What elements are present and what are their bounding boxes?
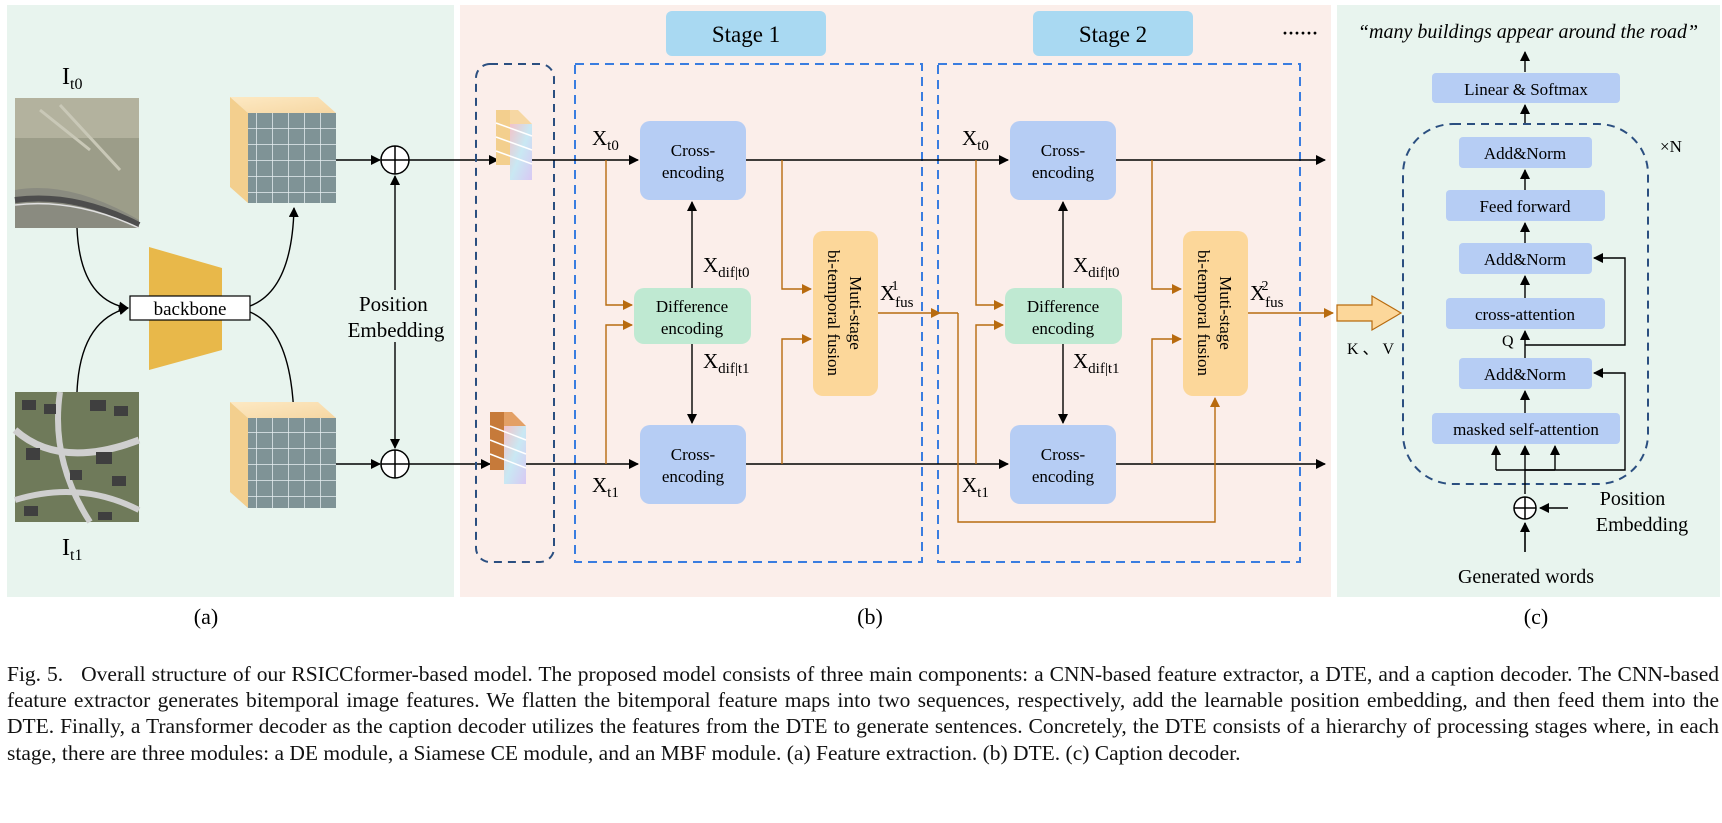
arrow-image-t1-to-backbone: [76, 305, 129, 393]
stage1-dashed-box: [574, 63, 923, 563]
stage1-label-box: [666, 11, 826, 56]
caption-text: Overall structure of our RSICCformer-bas…: [7, 662, 1720, 765]
arrow-backbone-to-cube-bottom: [249, 311, 299, 421]
feature-cube-t1: [230, 402, 336, 508]
figure-number: Fig. 5.: [7, 662, 64, 686]
add-norm-label-1: Add&Norm: [1484, 365, 1566, 384]
stage1-xdif-t1-label: Xdif|t1: [703, 349, 750, 377]
stage1-fusion-to-stage2-fusion-orange: [957, 313, 1220, 523]
add-norm-block-2: [1459, 243, 1592, 274]
stage1-xdif-t0-label: Xdif|t0: [703, 253, 750, 281]
stage1-label: Stage 1: [712, 22, 780, 47]
stage2-cross-top-to-fusion-orange: [1151, 160, 1182, 294]
stage1-cross-encoding-top-label: Cross-encoding: [662, 141, 725, 182]
cross-attention-block: [1446, 298, 1605, 329]
stage2-xdif-t1-label: Xdif|t1: [1073, 349, 1120, 377]
masked-self-attention-label: masked self-attention: [1453, 420, 1599, 439]
add-norm-label-3: Add&Norm: [1484, 144, 1566, 163]
position-embedding-label-a: Position Embedding: [348, 292, 445, 342]
stage1-t0-to-diff-orange: [605, 160, 633, 310]
stage1-difference-encoding: [634, 288, 751, 344]
stage1-xfus-label: Xfus1: [880, 279, 914, 311]
panel-a-label: (a): [194, 604, 218, 629]
add-norm-block-1: [1459, 358, 1592, 389]
backbone-label: backbone: [154, 299, 227, 320]
add-norm-label-2: Add&Norm: [1484, 250, 1566, 269]
stage2-difference-encoding: [1005, 288, 1122, 344]
stage1-xt1-label: Xt1: [592, 473, 619, 501]
aerial-image-t0: [14, 98, 141, 229]
stage1-fusion-label: Muti-stagebi-temporal fusion: [824, 250, 865, 377]
stage1-cross-top-to-fusion-orange: [781, 160, 812, 294]
panel-c-label: (c): [1524, 604, 1548, 629]
linear-softmax-block: [1432, 73, 1620, 103]
cross-attention-label: cross-attention: [1475, 305, 1576, 324]
stage2-xt1-label: Xt1: [962, 473, 989, 501]
stage2-t0-to-diff-orange: [975, 160, 1004, 310]
sequence-dashed-box: [475, 63, 555, 563]
linear-softmax-label: Linear & Softmax: [1464, 80, 1588, 99]
image-t1-label: It1: [62, 535, 82, 564]
stage2-xdif-t0-label: Xdif|t0: [1073, 253, 1120, 281]
kv-big-arrow: [1336, 294, 1403, 332]
aerial-image-t1: [12, 391, 141, 524]
stage1-t1-to-diff-orange: [605, 320, 633, 464]
stage2-cross-encoding-top-label: Cross-encoding: [1032, 141, 1095, 182]
stage2-label-box: [1033, 11, 1193, 56]
q-label: Q: [1502, 333, 1514, 350]
add-norm-block-3: [1459, 137, 1592, 168]
feed-forward-block: [1446, 190, 1605, 221]
stage2-t1-to-diff-orange: [975, 320, 1004, 464]
stage1-cross-encoding-bottom-label: Cross-encoding: [662, 445, 725, 486]
figure-caption: Fig. 5. Overall structure of our RSICCfo…: [7, 661, 1719, 766]
ellipsis-dots: ······: [1282, 23, 1318, 43]
repeat-n-label: ×N: [1660, 137, 1682, 156]
feed-forward-label: Feed forward: [1479, 197, 1571, 216]
stage1-xt0-label: Xt0: [592, 126, 619, 154]
panel-b-label: (b): [857, 604, 883, 629]
architecture-diagram: It0 It1: [7, 5, 1720, 629]
stage2-fusion-label: Muti-stagebi-temporal fusion: [1194, 250, 1235, 377]
stage2-xt0-label: Xt0: [962, 126, 989, 154]
stage2-label: Stage 2: [1079, 22, 1147, 47]
stage2-cross-encoding-bottom: [1010, 425, 1116, 504]
stage1-cross-encoding-bottom: [640, 425, 746, 504]
add-circle-decoder: [1513, 496, 1537, 520]
feature-cube-t0: [230, 97, 336, 203]
stage1-cross-encoding-top: [640, 121, 746, 200]
panel-a: It0 It1: [12, 64, 499, 629]
position-embedding-label-c: Position Embedding: [1596, 488, 1688, 536]
stage2-cross-encoding-bottom-label: Cross-encoding: [1032, 445, 1095, 486]
token-sequence-t1: [489, 412, 527, 484]
backbone-box: [129, 295, 251, 321]
stage1-cross-bottom-to-fusion-orange: [781, 334, 812, 464]
image-t0-label: It0: [62, 64, 82, 93]
masked-self-attention-block: [1432, 413, 1620, 444]
residual-to-addnorm2: [1525, 253, 1626, 346]
residual-to-addnorm1: [1525, 368, 1626, 471]
token-sequence-t0: [495, 110, 533, 180]
generated-words-label: Generated words: [1458, 566, 1594, 588]
stage2-fusion-block: [1183, 231, 1248, 396]
panel-c: ······ “many buildings appear around the…: [1282, 21, 1698, 629]
kv-label: K 、 V: [1347, 341, 1395, 358]
arrow-backbone-to-cube-top: [249, 207, 299, 307]
add-circle-t0: [380, 145, 410, 175]
stage2-xfus-label: Xfus2: [1250, 279, 1284, 311]
stage2-cross-encoding-top: [1010, 121, 1116, 200]
stage1-fusion-block: [813, 231, 878, 396]
add-circle-t1: [380, 449, 410, 479]
panel-b: Stage 1 Stage 2 Cross-encoding Cross-enc…: [475, 11, 1334, 629]
stage2-cross-bottom-to-fusion-orange: [1151, 334, 1182, 464]
output-sentence: “many buildings appear around the road”: [1358, 21, 1698, 43]
